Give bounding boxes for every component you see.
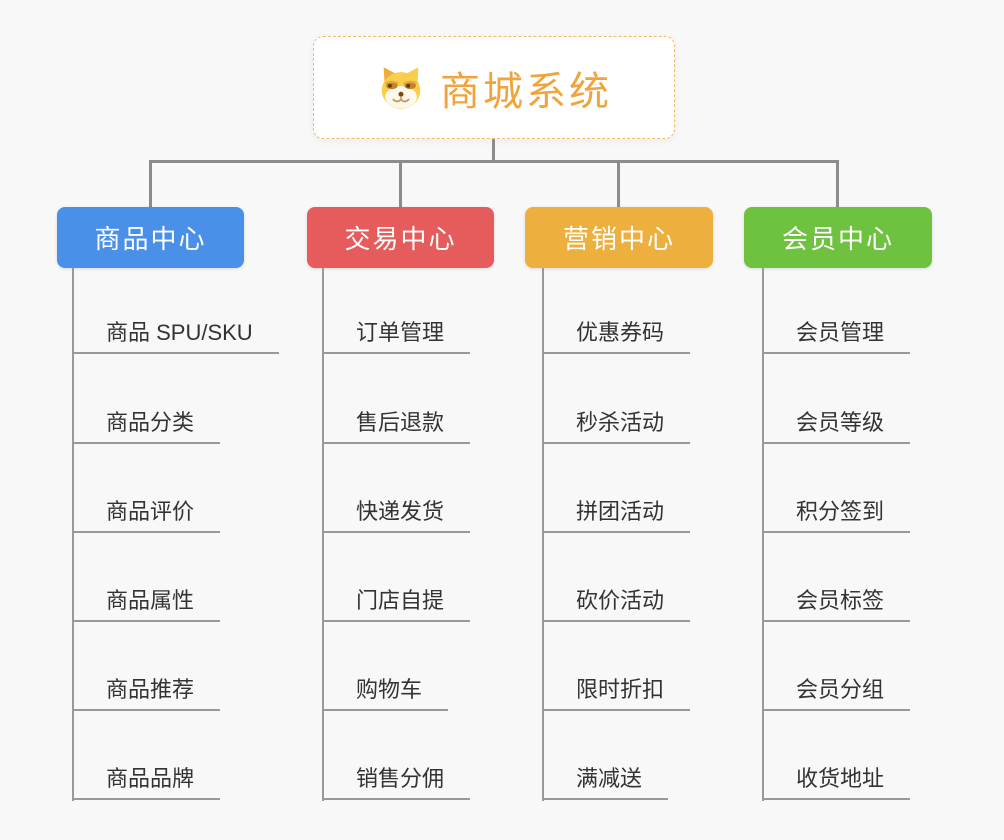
- leaf-node[interactable]: 订单管理: [322, 318, 471, 354]
- leaf-node[interactable]: 门店自提: [322, 586, 471, 622]
- leaf-node[interactable]: 收货地址: [762, 764, 911, 800]
- leaf-node[interactable]: 积分签到: [762, 497, 911, 533]
- connector-horizontal-spread: [149, 160, 839, 163]
- root-node-label: 商城系统: [440, 69, 612, 114]
- root-node[interactable]: 商城系统: [313, 36, 675, 139]
- branch-trunk-line: [762, 268, 764, 801]
- leaf-node[interactable]: 购物车: [322, 675, 449, 711]
- connector-drop-marketing: [617, 160, 620, 207]
- leaf-node[interactable]: 商品推荐: [72, 675, 221, 711]
- branch-trunk-line: [72, 268, 74, 801]
- leaf-node[interactable]: 会员管理: [762, 318, 911, 354]
- connector-root-stub: [492, 139, 495, 162]
- leaf-node[interactable]: 砍价活动: [542, 586, 691, 622]
- shiba-dog-icon: [381, 67, 421, 109]
- leaf-node[interactable]: 商品属性: [72, 586, 221, 622]
- leaf-node[interactable]: 商品评价: [72, 497, 221, 533]
- branch-node-member-center[interactable]: 会员中心: [744, 207, 932, 268]
- leaf-node[interactable]: 秒杀活动: [542, 408, 691, 444]
- connector-drop-trade: [399, 160, 402, 207]
- branch-node-product-center[interactable]: 商品中心: [57, 207, 244, 268]
- branch-trunk-line: [322, 268, 324, 801]
- leaf-node[interactable]: 拼团活动: [542, 497, 691, 533]
- leaf-node[interactable]: 会员等级: [762, 408, 911, 444]
- branch-node-marketing-center[interactable]: 营销中心: [525, 207, 713, 268]
- leaf-node[interactable]: 商品品牌: [72, 764, 221, 800]
- branch-node-trade-center[interactable]: 交易中心: [307, 207, 494, 268]
- leaf-node[interactable]: 限时折扣: [542, 675, 691, 711]
- leaf-node[interactable]: 销售分佣: [322, 764, 471, 800]
- leaf-node[interactable]: 售后退款: [322, 408, 471, 444]
- leaf-node[interactable]: 商品分类: [72, 408, 221, 444]
- leaf-node[interactable]: 满减送: [542, 764, 669, 800]
- leaf-node[interactable]: 快递发货: [322, 497, 471, 533]
- leaf-node[interactable]: 优惠券码: [542, 318, 691, 354]
- connector-drop-products: [149, 160, 152, 207]
- leaf-node[interactable]: 会员分组: [762, 675, 911, 711]
- connector-drop-members: [836, 160, 839, 207]
- leaf-node[interactable]: 会员标签: [762, 586, 911, 622]
- leaf-node[interactable]: 商品 SPU/SKU: [72, 318, 279, 354]
- branch-trunk-line: [542, 268, 544, 801]
